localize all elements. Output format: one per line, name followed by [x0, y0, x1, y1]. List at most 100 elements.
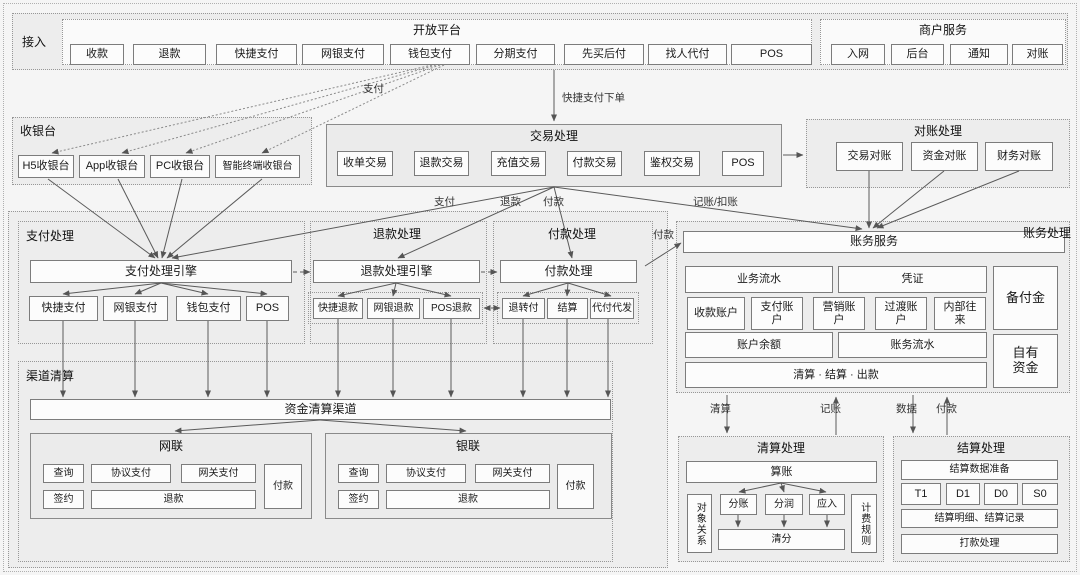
payment-item: 网银支付	[103, 296, 168, 321]
payment-title: 支付处理	[26, 229, 75, 243]
accounting-flow-box: 账务流水	[838, 332, 987, 358]
accounting-service-box: 账务服务	[683, 231, 1065, 253]
edge-label-refund: 退款	[500, 196, 521, 208]
account-balance-box: 账户余额	[685, 332, 833, 358]
transaction-item: 收单交易	[337, 151, 393, 176]
remit-processing-box: 打款处理	[901, 534, 1058, 554]
edge-label-payment-up: 付款	[936, 403, 957, 415]
merchant-item: 通知	[950, 44, 1008, 65]
funds-clearing-channel-bar: 资金清算渠道	[30, 399, 611, 420]
open-platform-item: 找人代付	[648, 44, 727, 65]
edge-label-book-debit: 记账/扣账	[693, 196, 738, 208]
open-platform-item: 先买后付	[564, 44, 644, 65]
channel-clearing-title: 渠道清算	[26, 369, 75, 383]
open-platform-item: POS	[731, 44, 812, 65]
d1-box: D1	[946, 483, 980, 505]
s0-box: S0	[1022, 483, 1058, 505]
cashier-item: H5收银台	[18, 155, 74, 178]
compute-accounts-box: 算账	[686, 461, 877, 483]
unionpay-pay: 付款	[557, 464, 594, 509]
open-platform-item: 分期支付	[476, 44, 555, 65]
payout-item: 代付代发	[590, 298, 634, 319]
access-label: 接入	[22, 35, 47, 49]
edge-label-payout: 付款	[543, 196, 564, 208]
reconciliation-item: 交易对账	[836, 142, 903, 171]
merchant-item: 入网	[831, 44, 885, 65]
settlement-data-prep-box: 结算数据准备	[901, 460, 1058, 480]
refund-engine-box: 退款处理引擎	[313, 260, 480, 283]
payout-title: 付款处理	[547, 227, 597, 241]
edge-label-pay: 支付	[434, 196, 455, 208]
object-relation-box: 对象关系	[687, 494, 712, 553]
outer-border	[3, 3, 1077, 572]
transaction-item: 充值交易	[491, 151, 546, 176]
clearing-distribution-box: 清分	[718, 529, 845, 550]
edge-label-pay-dotted: 支付	[363, 83, 384, 95]
cashier-title: 收银台	[20, 124, 57, 138]
due-in-box: 应入	[809, 494, 845, 515]
open-platform-title: 开放平台	[412, 23, 462, 37]
transaction-item: POS	[722, 151, 764, 176]
edge-label-payout-to-accounting: 付款	[653, 229, 674, 241]
edge-label-quick-order: 快捷支付下单	[562, 92, 625, 104]
open-platform-item: 钱包支付	[390, 44, 470, 65]
account-box: 内部往来	[934, 297, 986, 330]
reserve-fund-box: 备付金	[993, 266, 1058, 330]
open-platform-item: 网银支付	[302, 44, 384, 65]
cashier-item: App收银台	[79, 155, 145, 178]
business-flow-box: 业务流水	[685, 266, 833, 293]
unionpay-gateway-pay: 网关支付	[475, 464, 550, 483]
billing-rules-box: 计费规则	[851, 494, 877, 553]
t1-box: T1	[901, 483, 941, 505]
unionpay-agreement-pay: 协议支付	[386, 464, 466, 483]
account-box: 过渡账户	[875, 297, 927, 330]
merchant-item: 后台	[891, 44, 944, 65]
netsunion-query: 查询	[43, 464, 84, 483]
voucher-box: 凭证	[838, 266, 987, 293]
cashier-item: 智能终端收银台	[215, 155, 300, 178]
merchant-services-title: 商户服务	[918, 23, 968, 37]
settlement-title: 结算处理	[956, 441, 1006, 455]
netsunion-refund: 退款	[91, 490, 256, 509]
netsunion-agreement-pay: 协议支付	[91, 464, 171, 483]
cashier-item: PC收银台	[150, 155, 210, 178]
clearing-title: 清算处理	[756, 441, 806, 455]
unionpay-refund: 退款	[386, 490, 550, 509]
clearing-settlement-payout-bar: 清算 · 结算 · 出款	[685, 362, 987, 388]
own-funds-box: 自有资金	[993, 334, 1058, 388]
payment-item: POS	[246, 296, 289, 321]
refund-item: 网银退款	[367, 298, 420, 319]
account-box: 收款账户	[687, 297, 745, 330]
netsunion-gateway-pay: 网关支付	[181, 464, 256, 483]
netsunion-sign: 签约	[43, 490, 84, 509]
reconciliation-item: 财务对账	[985, 142, 1053, 171]
edge-label-data: 数据	[896, 403, 917, 415]
split-account-box: 分账	[720, 494, 757, 515]
payout-item: 退转付	[502, 298, 545, 319]
settlement-records-box: 结算明细、结算记录	[901, 509, 1058, 528]
transaction-item: 鉴权交易	[644, 151, 700, 176]
refund-item: 快捷退款	[313, 298, 363, 319]
payout-item: 结算	[547, 298, 588, 319]
merchant-item: 对账	[1012, 44, 1063, 65]
netsunion-pay: 付款	[264, 464, 302, 509]
reconciliation-item: 资金对账	[911, 142, 978, 171]
open-platform-item: 退款	[133, 44, 206, 65]
account-box: 支付账户	[751, 297, 803, 330]
account-box: 营销账户	[813, 297, 865, 330]
transaction-item: 退款交易	[414, 151, 469, 176]
transaction-item: 付款交易	[567, 151, 622, 176]
open-platform-item: 快捷支付	[216, 44, 297, 65]
reconciliation-title: 对账处理	[913, 124, 963, 138]
unionpay-title: 银联	[455, 439, 481, 453]
accounting-title: 账务处理	[1023, 226, 1072, 240]
refund-title: 退款处理	[372, 227, 422, 241]
netsunion-title: 网联	[158, 439, 184, 453]
edge-label-clearing: 清算	[710, 403, 731, 415]
payout-engine-box: 付款处理	[500, 260, 637, 283]
payment-engine-box: 支付处理引擎	[30, 260, 292, 283]
open-platform-item: 收款	[70, 44, 124, 65]
refund-item: POS退款	[423, 298, 480, 319]
unionpay-query: 查询	[338, 464, 379, 483]
